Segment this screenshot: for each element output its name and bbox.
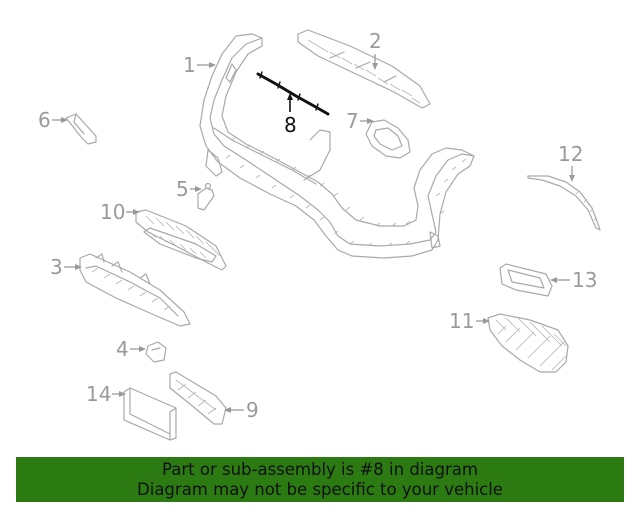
part-5-clip	[197, 182, 215, 211]
notice-banner: Part or sub-assembly is #8 in diagram Di…	[16, 457, 624, 502]
callout-11: 11	[449, 309, 490, 333]
callout-3: 3	[50, 255, 82, 279]
svg-text:4: 4	[116, 337, 129, 361]
part-3-lower-grille	[79, 253, 191, 327]
banner-line-2: Diagram may not be specific to your vehi…	[137, 479, 503, 499]
svg-text:12: 12	[558, 142, 583, 166]
callout-12: 12	[558, 142, 583, 182]
svg-text:9: 9	[246, 398, 259, 422]
callout-9: 9	[224, 398, 259, 422]
part-14-plate-bracket	[123, 387, 177, 441]
part-7-bezel	[365, 119, 411, 159]
part-10-grille	[135, 209, 227, 271]
banner-line-1: Part or sub-assembly is #8 in diagram	[162, 459, 478, 479]
svg-text:5: 5	[176, 177, 189, 201]
part-12-molding	[527, 175, 601, 231]
part-6-bracket	[65, 113, 97, 145]
part-8-highlighted	[256, 71, 330, 116]
svg-text:14: 14	[86, 382, 111, 406]
svg-text:13: 13	[572, 268, 597, 292]
svg-text:11: 11	[449, 309, 474, 333]
svg-text:2: 2	[369, 29, 382, 53]
svg-text:6: 6	[38, 108, 51, 132]
part-13-lamp-bracket	[499, 263, 553, 297]
callout-1: 1	[183, 53, 216, 77]
callout-5: 5	[176, 177, 202, 201]
part-4-bracket	[145, 341, 167, 363]
callout-14: 14	[86, 382, 126, 406]
svg-text:10: 10	[100, 200, 125, 224]
svg-text:1: 1	[183, 53, 196, 77]
part-11-side-grille	[487, 313, 569, 373]
svg-text:3: 3	[50, 255, 63, 279]
part-2-upper-trim	[297, 29, 431, 109]
part-9-lower-trim	[169, 371, 227, 425]
svg-text:7: 7	[346, 109, 359, 133]
callout-2: 2	[369, 29, 382, 70]
callout-7: 7	[346, 109, 374, 133]
callout-8-highlighted: 8	[284, 93, 297, 137]
callout-13: 13	[550, 268, 597, 292]
callout-10: 10	[100, 200, 140, 224]
bumper-cover	[199, 33, 475, 259]
callout-6: 6	[38, 108, 68, 132]
svg-text:8: 8	[284, 113, 297, 137]
callout-4: 4	[116, 337, 146, 361]
